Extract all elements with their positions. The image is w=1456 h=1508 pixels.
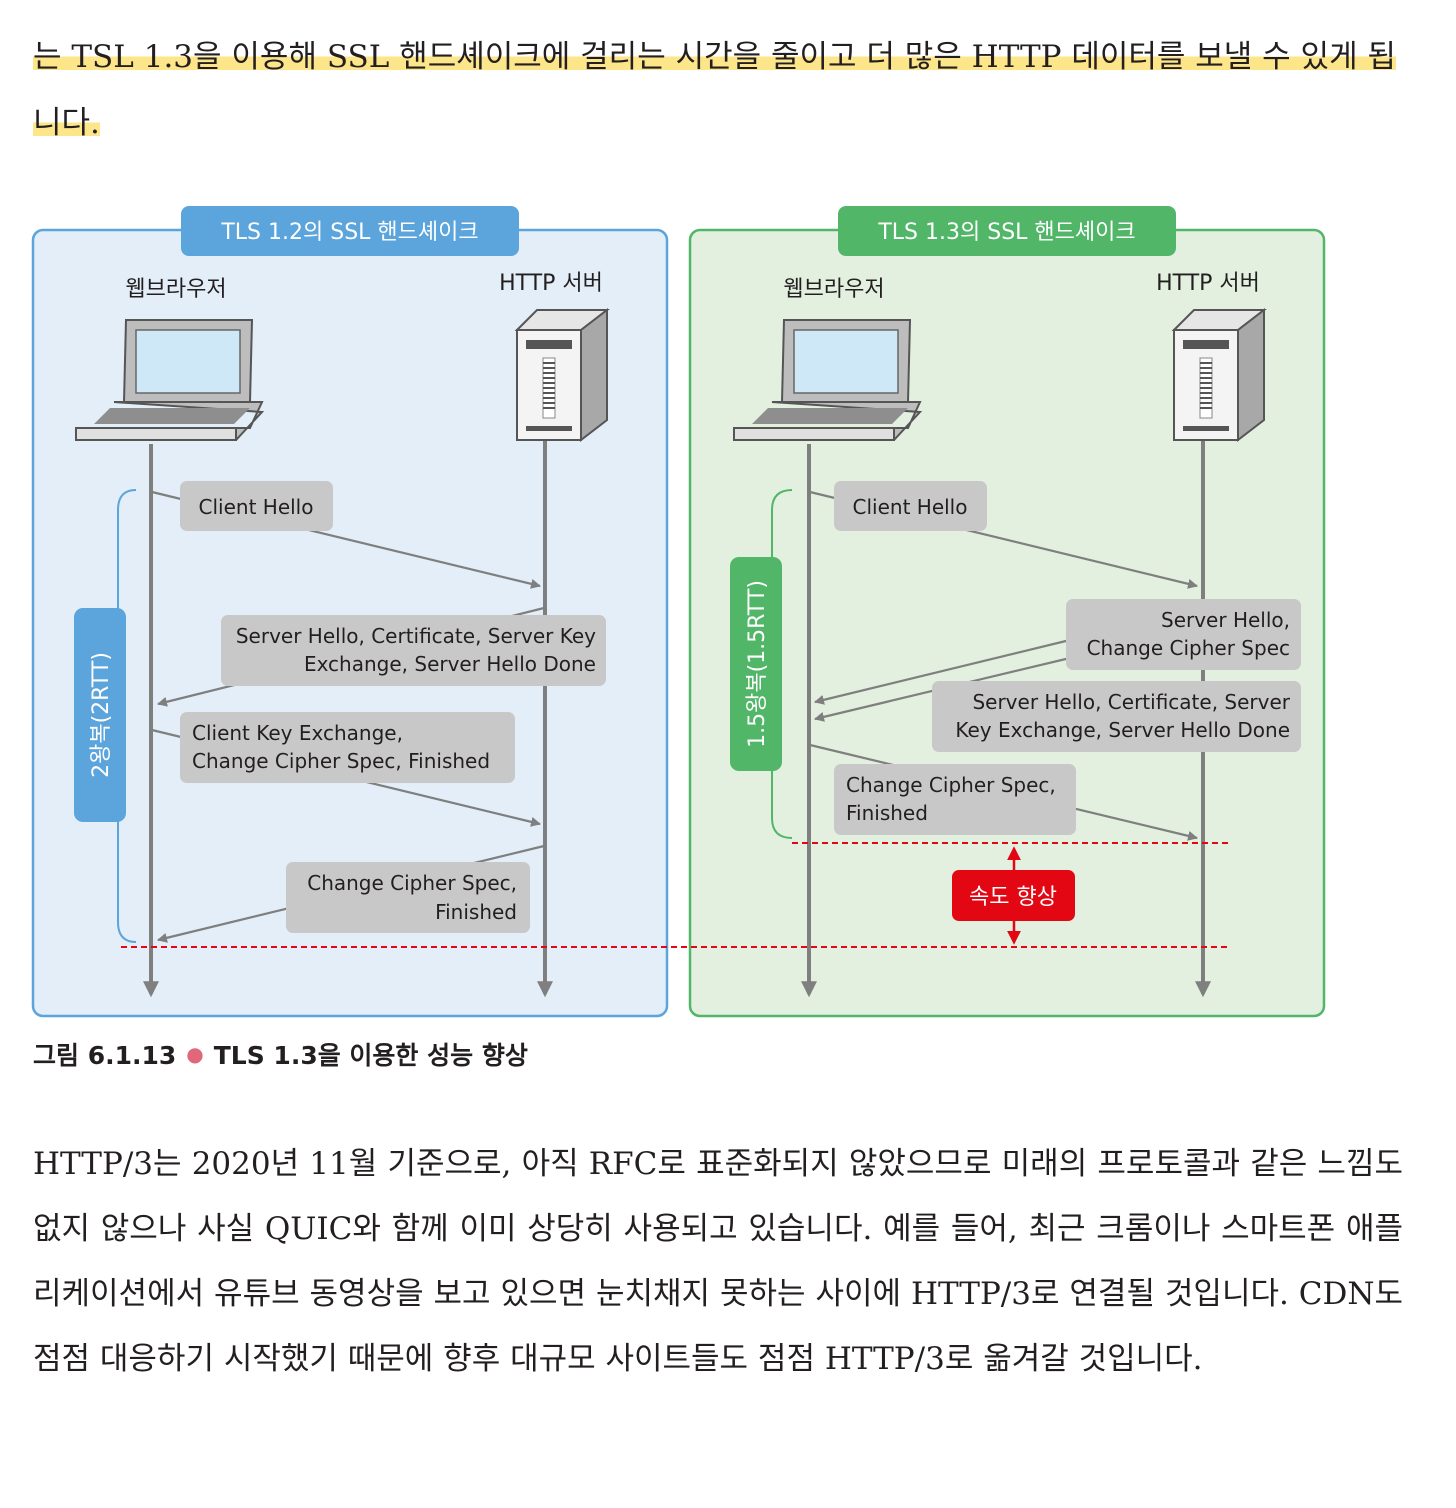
server-label: HTTP 서버: [499, 271, 603, 296]
tls12-panel: TLS 1.2의 SSL 핸드셰이크 웹브라우저 HTTP 서버: [31, 206, 669, 1018]
message-ccs-line1: Change Cipher Spec,: [846, 773, 1056, 797]
message-box: [834, 764, 1076, 835]
message-box: [180, 481, 333, 531]
message-box: [180, 712, 515, 783]
tls13-panel: TLS 1.3의 SSL 핸드셰이크 웹브라우저 HTTP 서버: [688, 206, 1326, 1018]
arrow-server-hello-ccs: [814, 638, 1071, 705]
message-box: [834, 481, 987, 531]
server-icon: [1171, 307, 1267, 443]
message-ccs-line2: Finished: [846, 801, 928, 825]
tls13-title: TLS 1.3의 SSL 핸드셰이크: [877, 220, 1135, 245]
speedup-badge: [952, 870, 1075, 921]
message-ccs-line2: Finished: [435, 900, 517, 924]
message-server-hello-line2: Change Cipher Spec: [1087, 636, 1290, 660]
message-client-key-line2: Change Cipher Spec, Finished: [192, 749, 490, 773]
bullet-icon: ●: [186, 1042, 204, 1066]
message-cert-line2: Key Exchange, Server Hello Done: [955, 718, 1290, 742]
message-box: [932, 681, 1301, 752]
message-server-hello-line2: Exchange, Server Hello Done: [304, 652, 596, 676]
message-client-hello: Client Hello: [199, 495, 314, 519]
server-label: HTTP 서버: [1156, 271, 1260, 296]
rtt-badge: [74, 608, 126, 822]
message-box: [221, 615, 606, 686]
caption-text: TLS 1.3을 이용한 성능 향상: [213, 1041, 528, 1070]
message-server-hello-line1: Server Hello,: [1161, 608, 1290, 632]
caption-label: 그림 6.1.13: [33, 1041, 177, 1070]
client-label: 웹브라우저: [125, 277, 226, 302]
message-box: [1066, 599, 1301, 670]
message-client-key-line1: Client Key Exchange,: [192, 721, 403, 745]
rtt-badge: [730, 557, 782, 771]
message-cert-line1: Server Hello, Certificate, Server: [972, 690, 1290, 714]
figure-caption: 그림 6.1.13 ● TLS 1.3을 이용한 성능 향상: [33, 1036, 528, 1072]
laptop-icon: [75, 319, 265, 441]
top-paragraph: 는 TSL 1.3을 이용해 SSL 핸드셰이크에 걸리는 시간을 줄이고 더 …: [33, 24, 1403, 156]
speedup-label: 속도 향상: [969, 885, 1057, 910]
message-client-hello: Client Hello: [853, 495, 968, 519]
message-ccs-line1: Change Cipher Spec,: [307, 871, 517, 895]
tls12-title-badge: [181, 206, 519, 256]
body-paragraph: HTTP/3는 2020년 11월 기준으로, 아직 RFC로 표준화되지 않았…: [33, 1146, 1403, 1377]
message-server-hello-line1: Server Hello, Certificate, Server Key: [236, 624, 596, 648]
rtt-badge-label: 2왕복(2RTT): [89, 652, 114, 778]
rtt-badge-label: 1.5왕복(1.5RTT): [745, 580, 770, 748]
message-box: [286, 862, 530, 933]
tls12-title: TLS 1.2의 SSL 핸드셰이크: [220, 220, 478, 245]
laptop-icon: [733, 319, 923, 441]
tls-handshake-figure: TLS 1.2의 SSL 핸드셰이크 웹브라우저 HTTP 서버: [31, 206, 1326, 1018]
server-icon: [514, 307, 610, 443]
tls13-title-badge: [838, 206, 1176, 256]
client-label: 웹브라우저: [783, 277, 884, 302]
